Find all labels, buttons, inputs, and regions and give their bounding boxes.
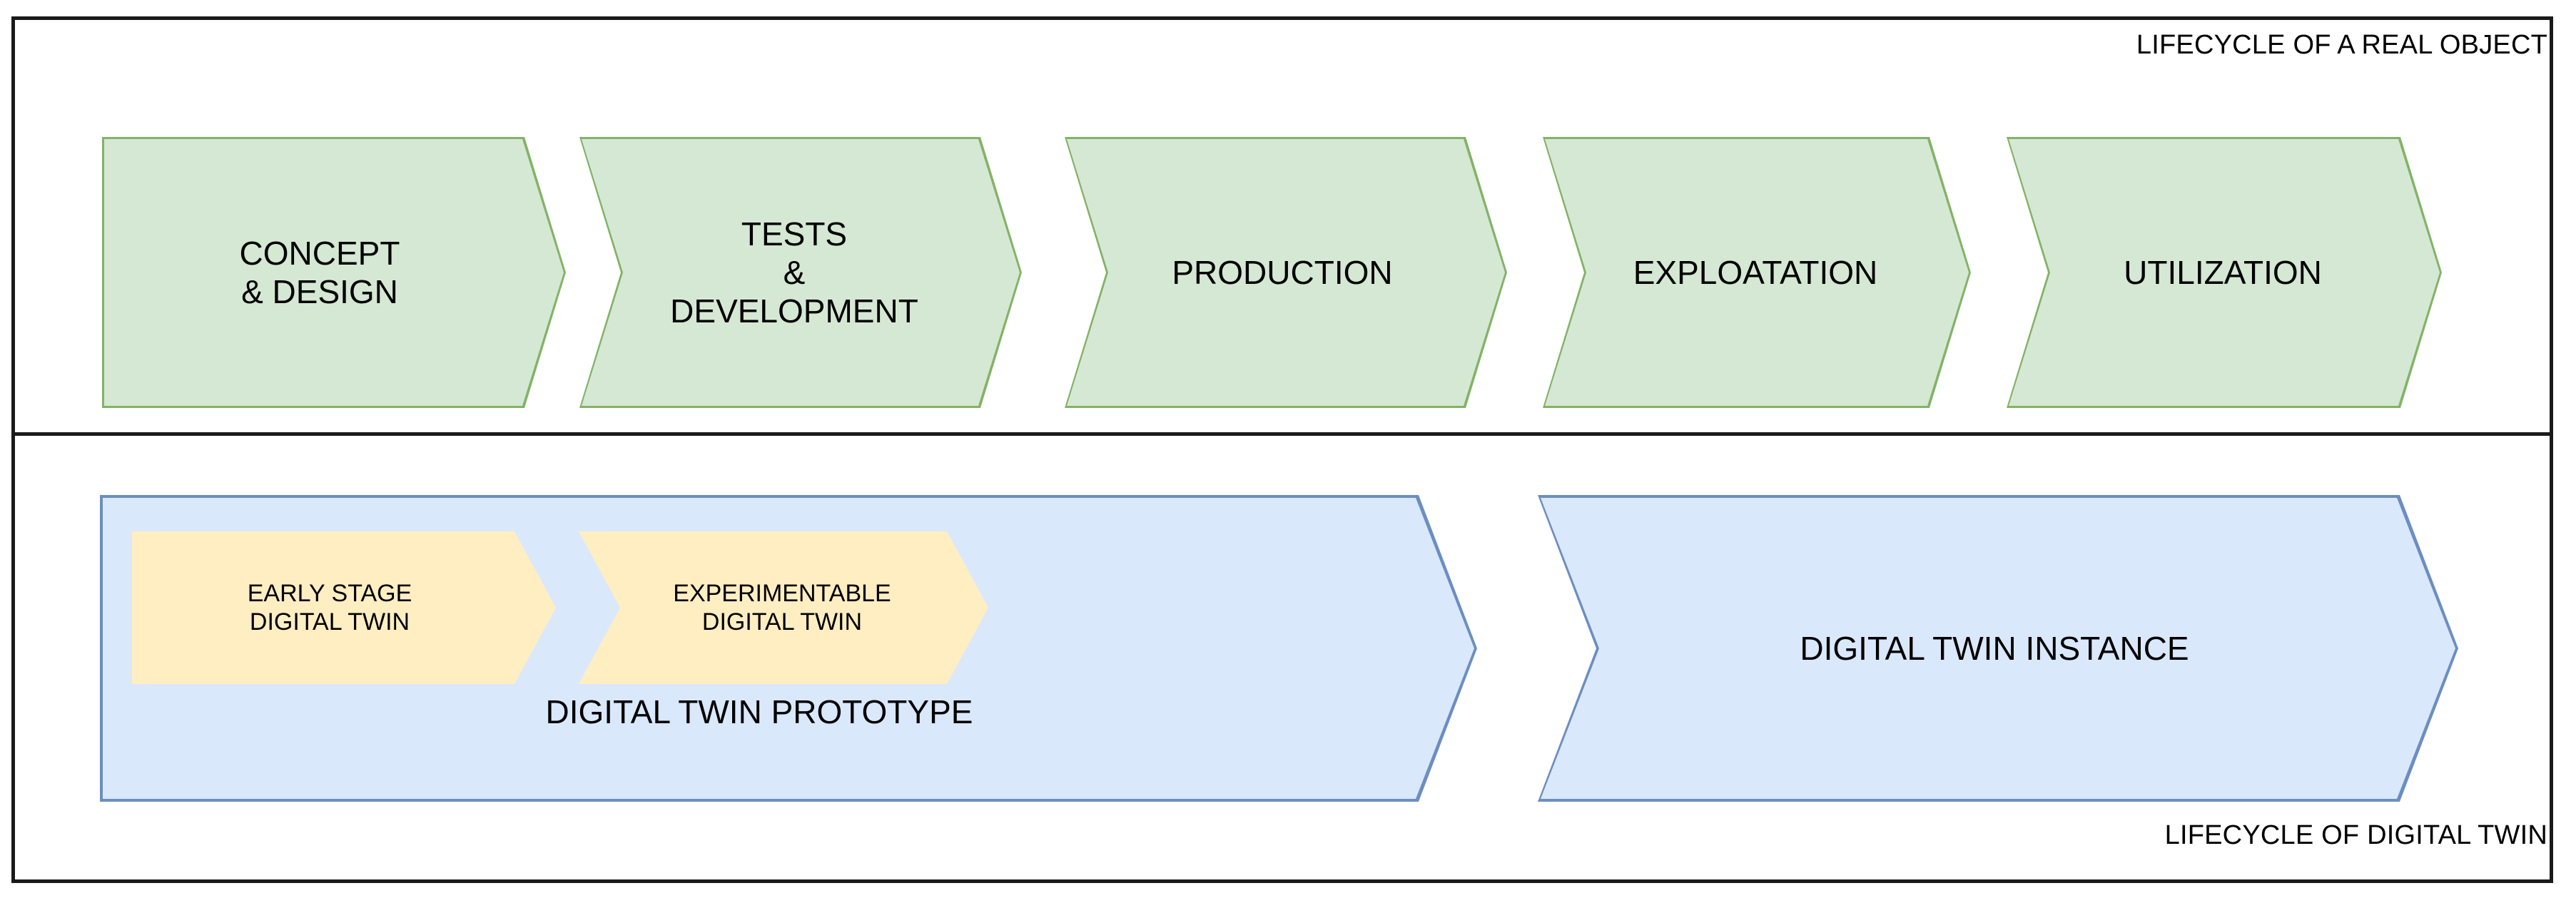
stage-production-label: PRODUCTION <box>1172 253 1393 291</box>
stage-utilization-label: UTILIZATION <box>2124 253 2322 291</box>
stage-production-fill <box>1067 139 1505 406</box>
band-digital-twin-prototype-label: DIGITAL TWIN PROTOTYPE <box>545 693 973 730</box>
band-digital-twin-instance[interactable]: DIGITAL TWIN INSTANCE <box>1538 495 2458 802</box>
stage-exploatation-label: EXPLOATATION <box>1633 253 1878 291</box>
stage-concept-design-label: CONCEPT & DESIGN <box>239 234 400 310</box>
stage-production[interactable]: PRODUCTION <box>1065 137 1507 408</box>
stage-early-stage-digital-twin[interactable]: EARLY STAGE DIGITAL TWIN <box>130 529 558 686</box>
stage-exploatation-fill <box>1545 139 1969 406</box>
stage-early-stage-digital-twin-label: EARLY STAGE DIGITAL TWIN <box>247 579 412 636</box>
stage-exploatation[interactable]: EXPLOATATION <box>1543 137 1971 408</box>
stage-tests-development-label: TESTS & DEVELOPMENT <box>670 215 918 330</box>
stage-concept-design-fill <box>104 139 564 406</box>
band-digital-twin-instance-fill <box>1541 498 2455 799</box>
stage-utilization-fill <box>2009 139 2440 406</box>
stage-utilization[interactable]: UTILIZATION <box>2007 137 2442 408</box>
section-divider <box>11 432 2553 436</box>
band-digital-twin-instance-label: DIGITAL TWIN INSTANCE <box>1800 629 2189 667</box>
stage-experimentable-digital-twin-fill <box>579 531 988 684</box>
lifecycle-real-object-caption: LIFECYCLE OF A REAL OBJECT <box>2136 30 2547 60</box>
stage-tests-development[interactable]: TESTS & DEVELOPMENT <box>579 137 1022 408</box>
stage-concept-design[interactable]: CONCEPT & DESIGN <box>102 137 566 408</box>
stage-tests-development-fill <box>582 139 1020 406</box>
stage-experimentable-digital-twin[interactable]: EXPERIMENTABLE DIGITAL TWIN <box>577 529 990 686</box>
stage-experimentable-digital-twin-label: EXPERIMENTABLE DIGITAL TWIN <box>673 579 891 636</box>
stage-early-stage-digital-twin-fill <box>132 531 556 684</box>
lifecycle-digital-twin-caption: LIFECYCLE OF DIGITAL TWIN <box>2164 820 2547 850</box>
